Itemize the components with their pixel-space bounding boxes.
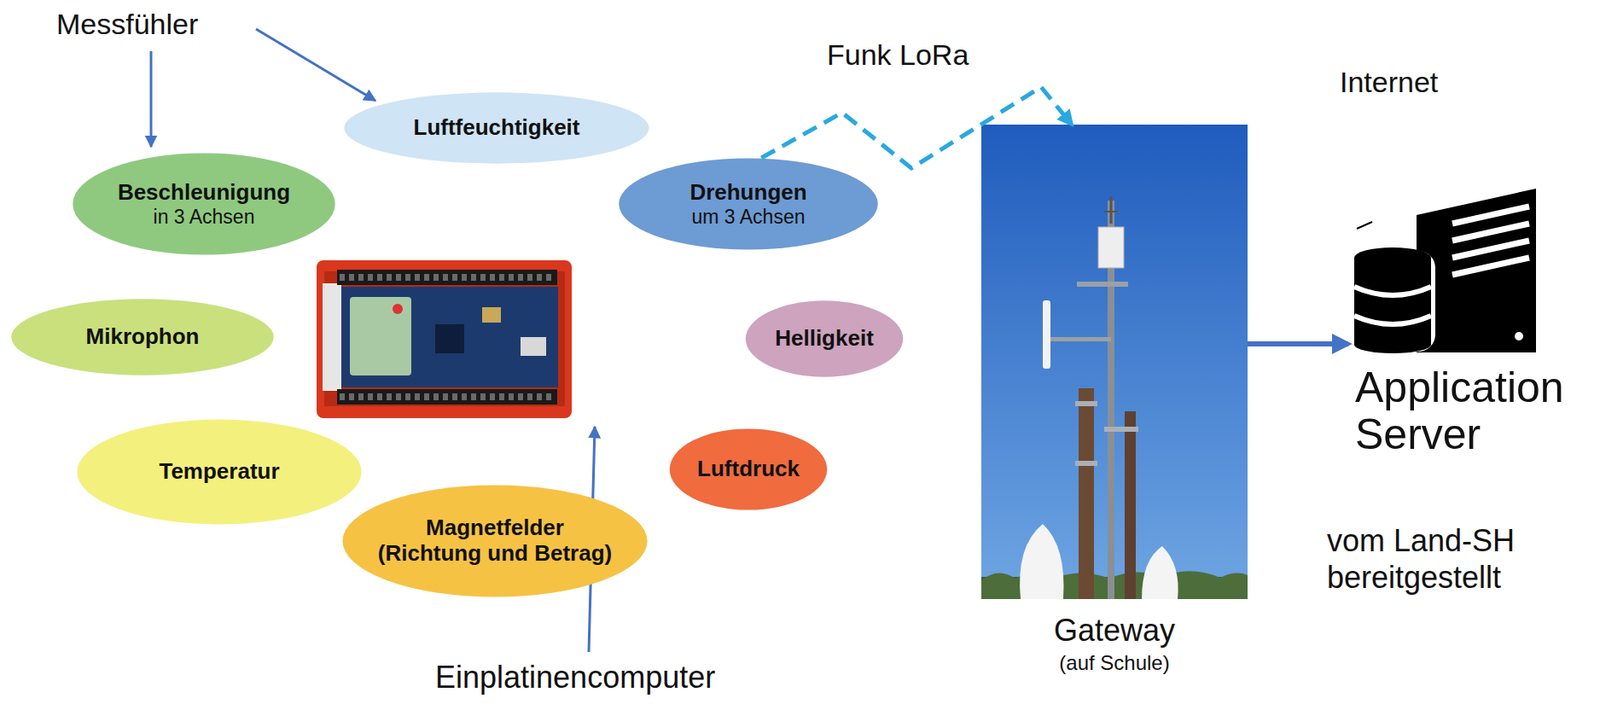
mast-antenna bbox=[1110, 196, 1113, 224]
radio-module bbox=[349, 296, 412, 376]
node-title: Beschleunigung bbox=[117, 180, 291, 206]
board-pcb bbox=[334, 286, 559, 388]
connector bbox=[761, 87, 1072, 169]
sensor-ellipse: Magnetfelder(Richtung und Betrag) bbox=[341, 484, 649, 598]
sensor-ellipse: Luftfeuchtigkeit bbox=[343, 92, 651, 164]
ellipse-fill bbox=[343, 92, 649, 163]
node-title: Mikrophon bbox=[86, 324, 200, 350]
sensor-ellipse: Beschleunigungin 3 Achsen bbox=[71, 152, 337, 256]
node-title: Temperatur bbox=[158, 459, 280, 485]
ellipse-fill bbox=[76, 418, 361, 524]
cylinder-ring bbox=[1354, 286, 1432, 296]
sensor-ellipse: Luftdruck bbox=[669, 428, 828, 511]
pin-header bbox=[337, 269, 558, 286]
server-slot bbox=[1452, 223, 1530, 241]
free-label: vom Land-SH bereitgestellt bbox=[1326, 522, 1549, 596]
connector bbox=[1247, 341, 1349, 347]
server-led bbox=[1514, 331, 1524, 341]
leader-arrow bbox=[256, 29, 376, 101]
sensor-ellipse: Helligkeit bbox=[744, 300, 904, 378]
clamp bbox=[1075, 401, 1098, 407]
board-inner bbox=[324, 271, 565, 407]
node-subtitle: (auf Schule) bbox=[981, 651, 1248, 675]
server-node: Application Server bbox=[1348, 183, 1586, 459]
database-cylinder bbox=[1349, 247, 1436, 354]
dish bbox=[1141, 546, 1179, 600]
cylinder-body bbox=[1354, 257, 1432, 345]
clamp bbox=[1104, 426, 1139, 432]
node-title: Luftdruck bbox=[697, 456, 800, 483]
server-slot bbox=[1452, 257, 1530, 275]
node-subtitle: in 3 Achsen bbox=[153, 205, 256, 228]
connector-label: Funk LoRa bbox=[824, 37, 972, 73]
free-label: Internet bbox=[1339, 64, 1438, 100]
free-label: Messfühler bbox=[56, 6, 198, 42]
radio-box bbox=[1098, 226, 1124, 268]
server-slot bbox=[1452, 240, 1530, 258]
ellipse-fill bbox=[72, 152, 336, 255]
node-subtitle: (Richtung und Betrag) bbox=[378, 541, 612, 567]
node-title: Magnetfelder bbox=[425, 515, 565, 542]
ellipse-fill bbox=[11, 298, 274, 375]
node-title: Luftfeuchtigkeit bbox=[413, 115, 581, 141]
gateway-node: Gateway (auf Schule) bbox=[981, 124, 1248, 675]
sensor-ellipse: Temperatur bbox=[75, 418, 363, 525]
usb-port bbox=[520, 337, 547, 356]
clamp bbox=[1075, 460, 1098, 466]
bracket bbox=[1049, 337, 1112, 342]
ellipse-fill bbox=[342, 485, 647, 598]
ellipse-fill bbox=[669, 428, 828, 510]
pole bbox=[1124, 411, 1136, 600]
board-battery bbox=[322, 283, 342, 391]
chip bbox=[482, 307, 501, 323]
cylinder-bottom bbox=[1354, 336, 1432, 354]
sky bbox=[981, 124, 1248, 600]
tick-mark bbox=[1356, 221, 1373, 229]
cylinder-top bbox=[1354, 247, 1432, 268]
free-label: Einplatinencomputer bbox=[435, 658, 716, 696]
node-title: Application Server bbox=[1348, 364, 1586, 459]
antenna bbox=[1042, 300, 1051, 369]
bracket bbox=[1076, 281, 1129, 287]
pin-header bbox=[337, 389, 558, 405]
server-icon bbox=[1349, 188, 1536, 354]
node-title: Helligkeit bbox=[774, 325, 874, 352]
module-logo bbox=[392, 303, 403, 315]
board-housing bbox=[316, 260, 572, 419]
sensor-ellipse: Drehungenum 3 Achsen bbox=[617, 157, 879, 251]
node-title: Gateway bbox=[981, 612, 1248, 648]
mast-antenna bbox=[1104, 210, 1118, 213]
chip bbox=[435, 324, 465, 354]
ellipse-fill bbox=[745, 300, 904, 377]
ellipse-fill bbox=[618, 157, 879, 250]
pin-row bbox=[339, 273, 555, 281]
leader-arrow bbox=[150, 51, 153, 147]
pole bbox=[1078, 388, 1094, 600]
server-slots bbox=[1452, 206, 1530, 275]
board-picture bbox=[316, 260, 572, 419]
dish bbox=[1019, 523, 1064, 600]
node-title: Drehungen bbox=[689, 180, 807, 206]
server-slot bbox=[1452, 206, 1530, 224]
sensor-ellipse: Mikrophon bbox=[10, 298, 275, 376]
pin-row bbox=[339, 393, 555, 401]
cylinder-ring bbox=[1354, 315, 1432, 325]
gateway-photo bbox=[981, 124, 1248, 600]
node-subtitle: um 3 Achsen bbox=[692, 205, 806, 228]
